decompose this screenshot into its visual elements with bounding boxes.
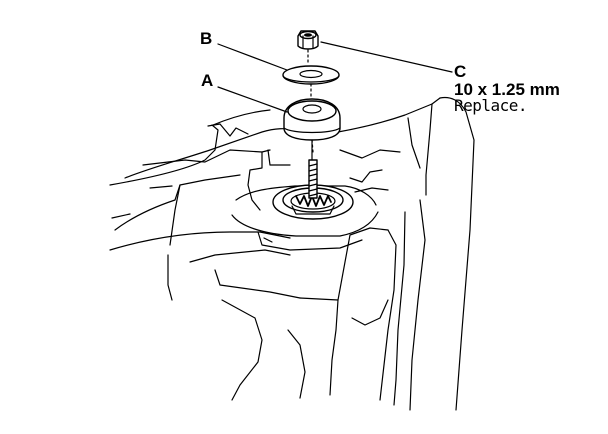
leader-line-a [217,86,288,113]
leader-line-c [320,41,453,73]
part-a-mount-cap [283,98,341,161]
replace-note: Replace. [454,96,528,115]
part-c-nut [297,30,319,65]
strut-tower-body [109,96,475,411]
piston-rod [308,159,318,199]
callout-b-label: B [200,29,213,48]
part-b-washer [282,65,340,99]
leader-lines [217,41,453,113]
leader-line-b [217,43,288,71]
thread-size-spec: 10 x 1.25 mm [454,80,560,99]
callout-a-label: A [201,71,214,90]
callout-c-label: C [454,62,467,81]
strut-mount-seat [272,184,354,220]
